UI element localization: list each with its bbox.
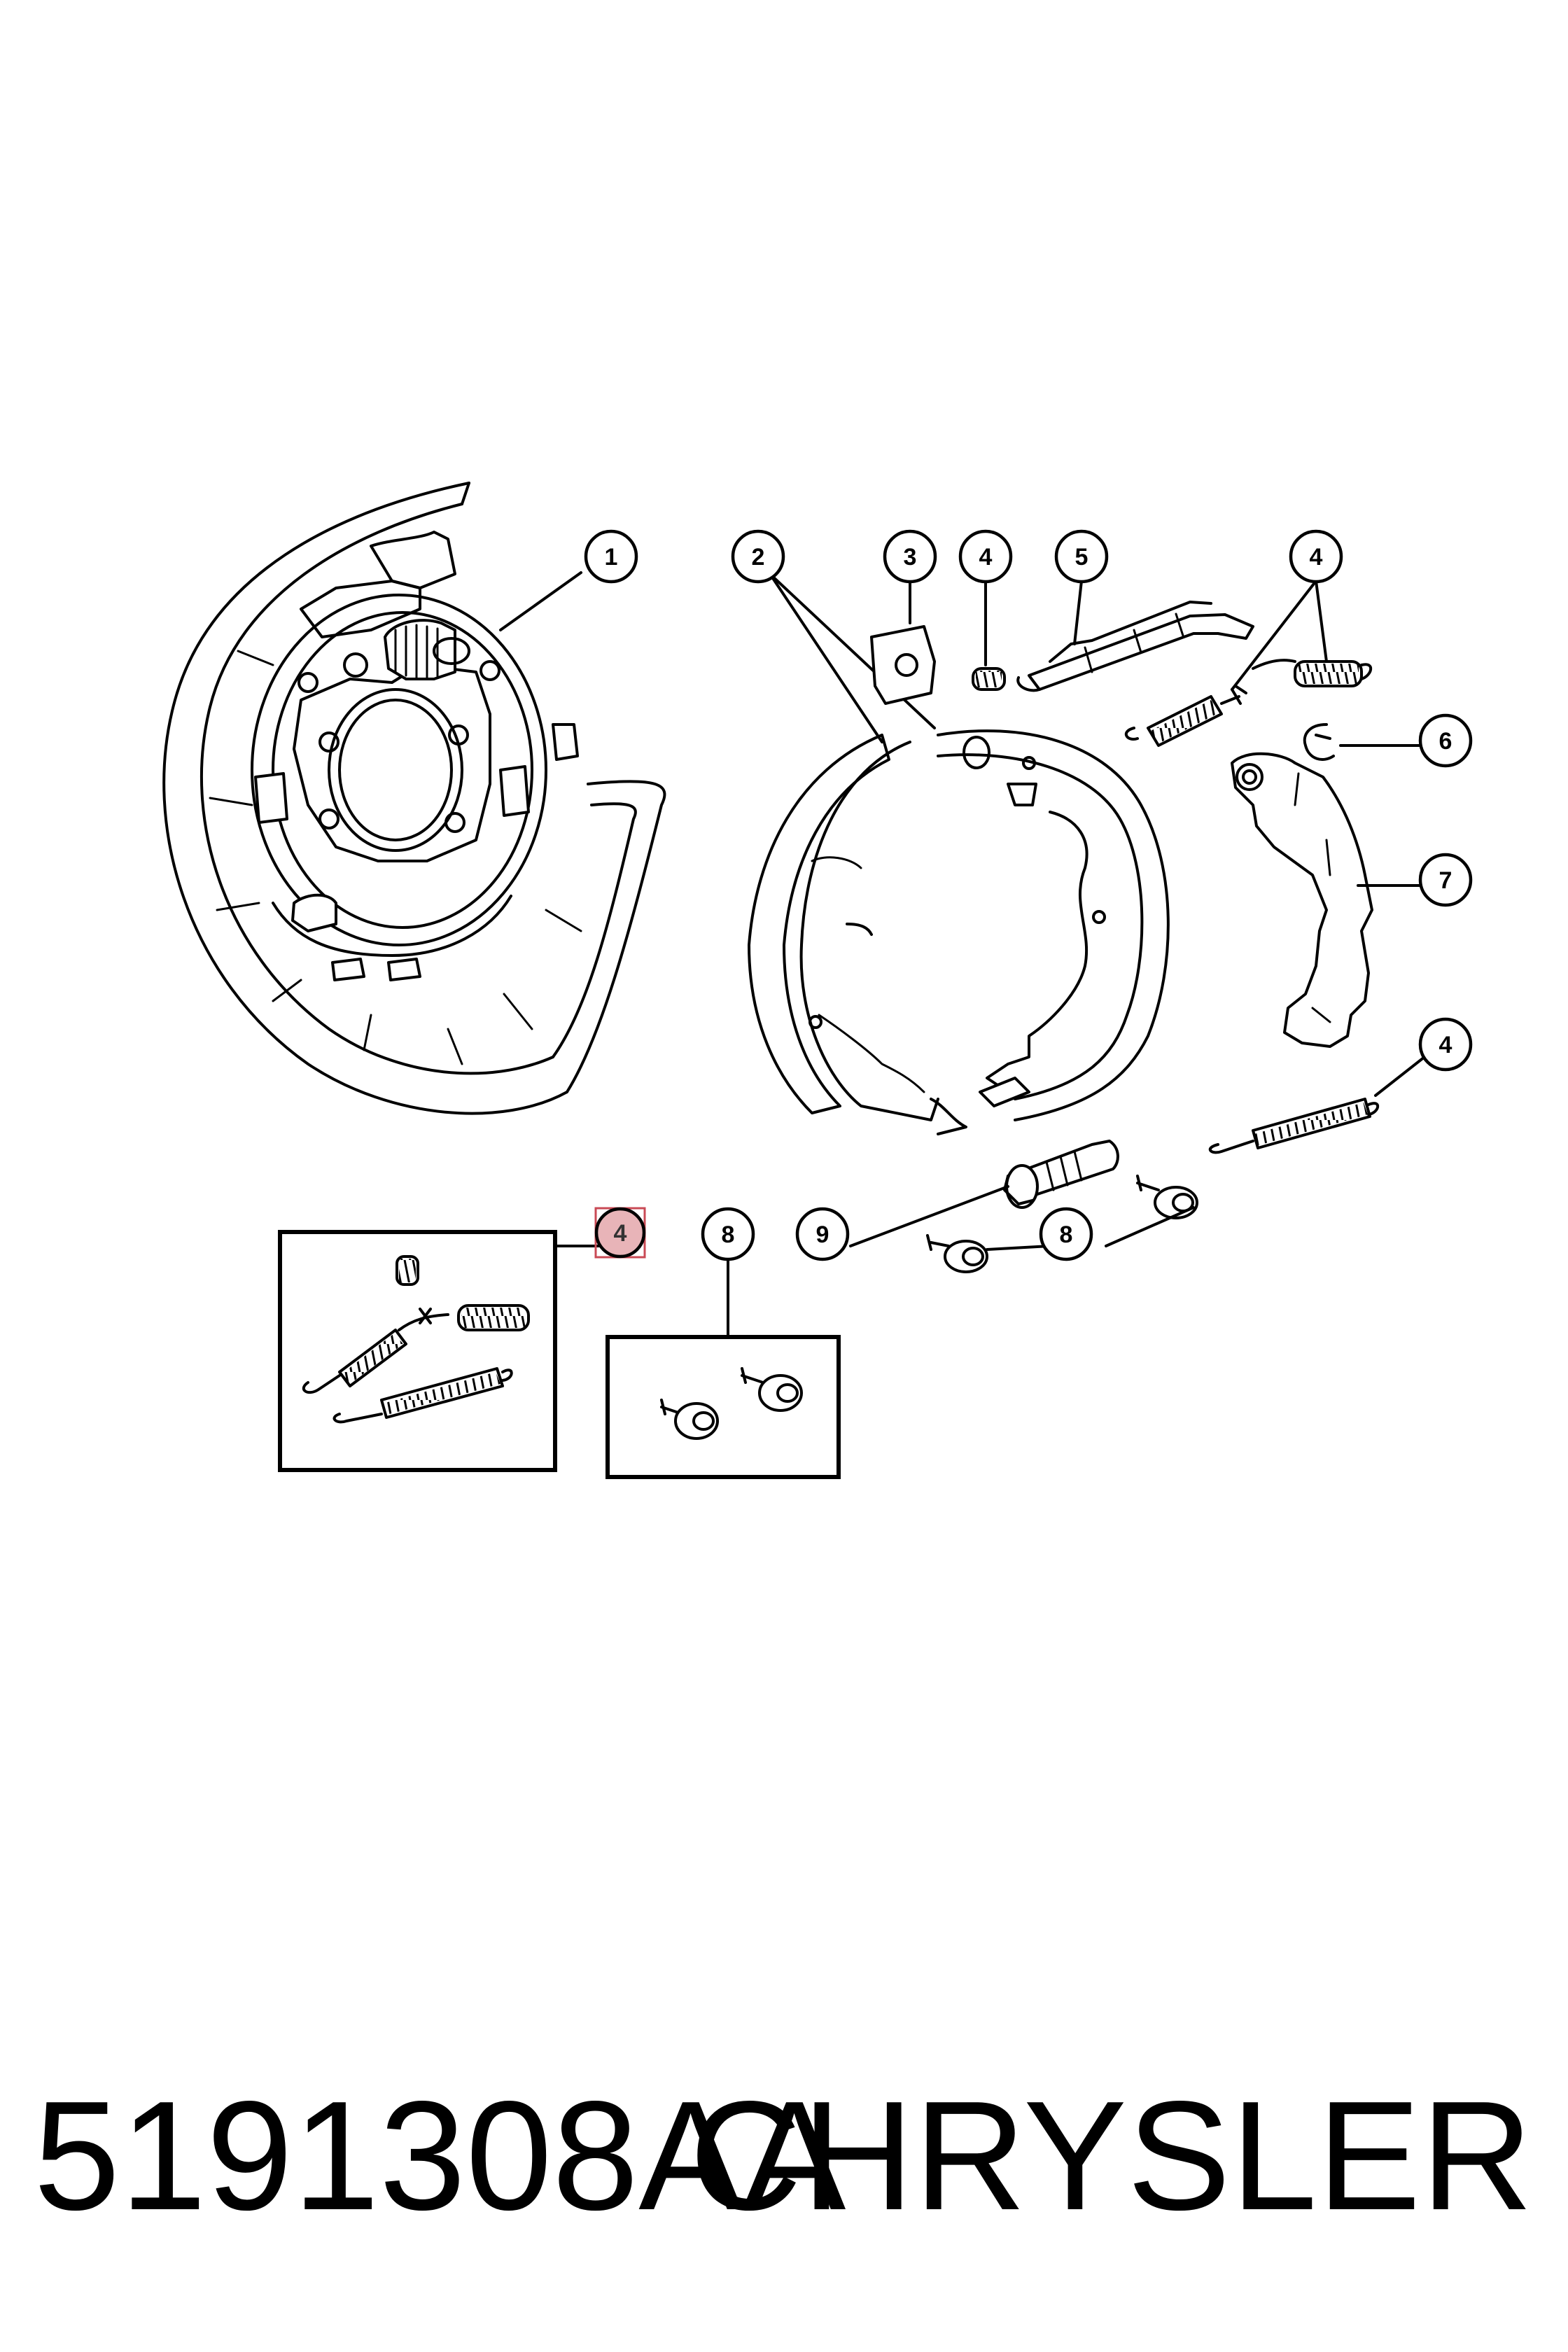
pin-kit-contents xyxy=(660,1367,803,1440)
spring-kit-contents xyxy=(302,1255,530,1424)
callout-4-long-spring[interactable]: 4 xyxy=(1418,1017,1473,1072)
svg-text:6: 6 xyxy=(1439,728,1452,755)
backing-plate xyxy=(162,482,666,1115)
svg-text:4: 4 xyxy=(979,544,993,570)
svg-text:4: 4 xyxy=(1310,544,1323,570)
leader-line-4c xyxy=(1374,1056,1426,1097)
leader-line-4b-a xyxy=(1231,580,1317,691)
coil-spring-small xyxy=(972,667,1006,691)
callout-4-kit-highlighted[interactable]: 4 xyxy=(594,1207,646,1259)
brand-name: CHRYSLER xyxy=(690,2069,1533,2243)
svg-text:8: 8 xyxy=(722,1222,735,1248)
svg-text:4: 4 xyxy=(1439,1032,1452,1058)
svg-text:3: 3 xyxy=(904,544,917,570)
svg-text:7: 7 xyxy=(1439,867,1452,894)
parking-brake-lever xyxy=(1231,752,1373,1048)
callout-1[interactable]: 1 xyxy=(584,529,638,584)
callout-7[interactable]: 7 xyxy=(1418,853,1473,907)
return-springs xyxy=(1124,659,1373,747)
leader-line-4b-b xyxy=(1315,580,1328,663)
part-number: 5191308AA xyxy=(34,2069,846,2243)
brake-shoes xyxy=(748,729,1170,1135)
svg-text:2: 2 xyxy=(752,544,765,570)
hold-down-pin-right xyxy=(1136,1175,1198,1219)
hold-down-pin-left xyxy=(926,1234,988,1273)
leader-line-2b xyxy=(769,573,936,729)
leader-line-8b-a xyxy=(986,1245,1051,1251)
leader-line-9 xyxy=(849,1185,1009,1247)
adjuster-screw xyxy=(1003,1140,1119,1209)
long-spring xyxy=(1208,1098,1380,1154)
part-caption: 5191308AA CHRYSLER xyxy=(28,2065,1540,2247)
callout-8-kit[interactable]: 8 xyxy=(701,1207,755,1261)
svg-text:5: 5 xyxy=(1075,544,1088,570)
callout-4-springs[interactable]: 4 xyxy=(1289,529,1343,584)
callout-5[interactable]: 5 xyxy=(1054,529,1109,584)
pin-kit-box xyxy=(606,1335,841,1479)
callout-3[interactable]: 3 xyxy=(883,529,937,584)
adjuster-plate xyxy=(870,625,936,705)
callout-6[interactable]: 6 xyxy=(1418,713,1473,768)
callout-4[interactable]: 4 xyxy=(958,529,1013,584)
callout-8-pins[interactable]: 8 xyxy=(1039,1207,1093,1261)
svg-text:8: 8 xyxy=(1060,1222,1073,1248)
leader-line-1 xyxy=(499,571,582,631)
leader-line-5 xyxy=(1073,580,1083,645)
svg-text:9: 9 xyxy=(816,1222,830,1248)
callout-2[interactable]: 2 xyxy=(731,529,785,584)
svg-text:4: 4 xyxy=(614,1220,627,1247)
svg-text:1: 1 xyxy=(605,544,618,570)
retaining-clip xyxy=(1303,723,1335,761)
callout-9[interactable]: 9 xyxy=(795,1207,850,1261)
leader-line-8b-b xyxy=(1105,1206,1195,1247)
spring-kit-box xyxy=(278,1230,557,1472)
adjuster-strut xyxy=(1016,601,1254,692)
leader-line-2a xyxy=(769,573,883,743)
